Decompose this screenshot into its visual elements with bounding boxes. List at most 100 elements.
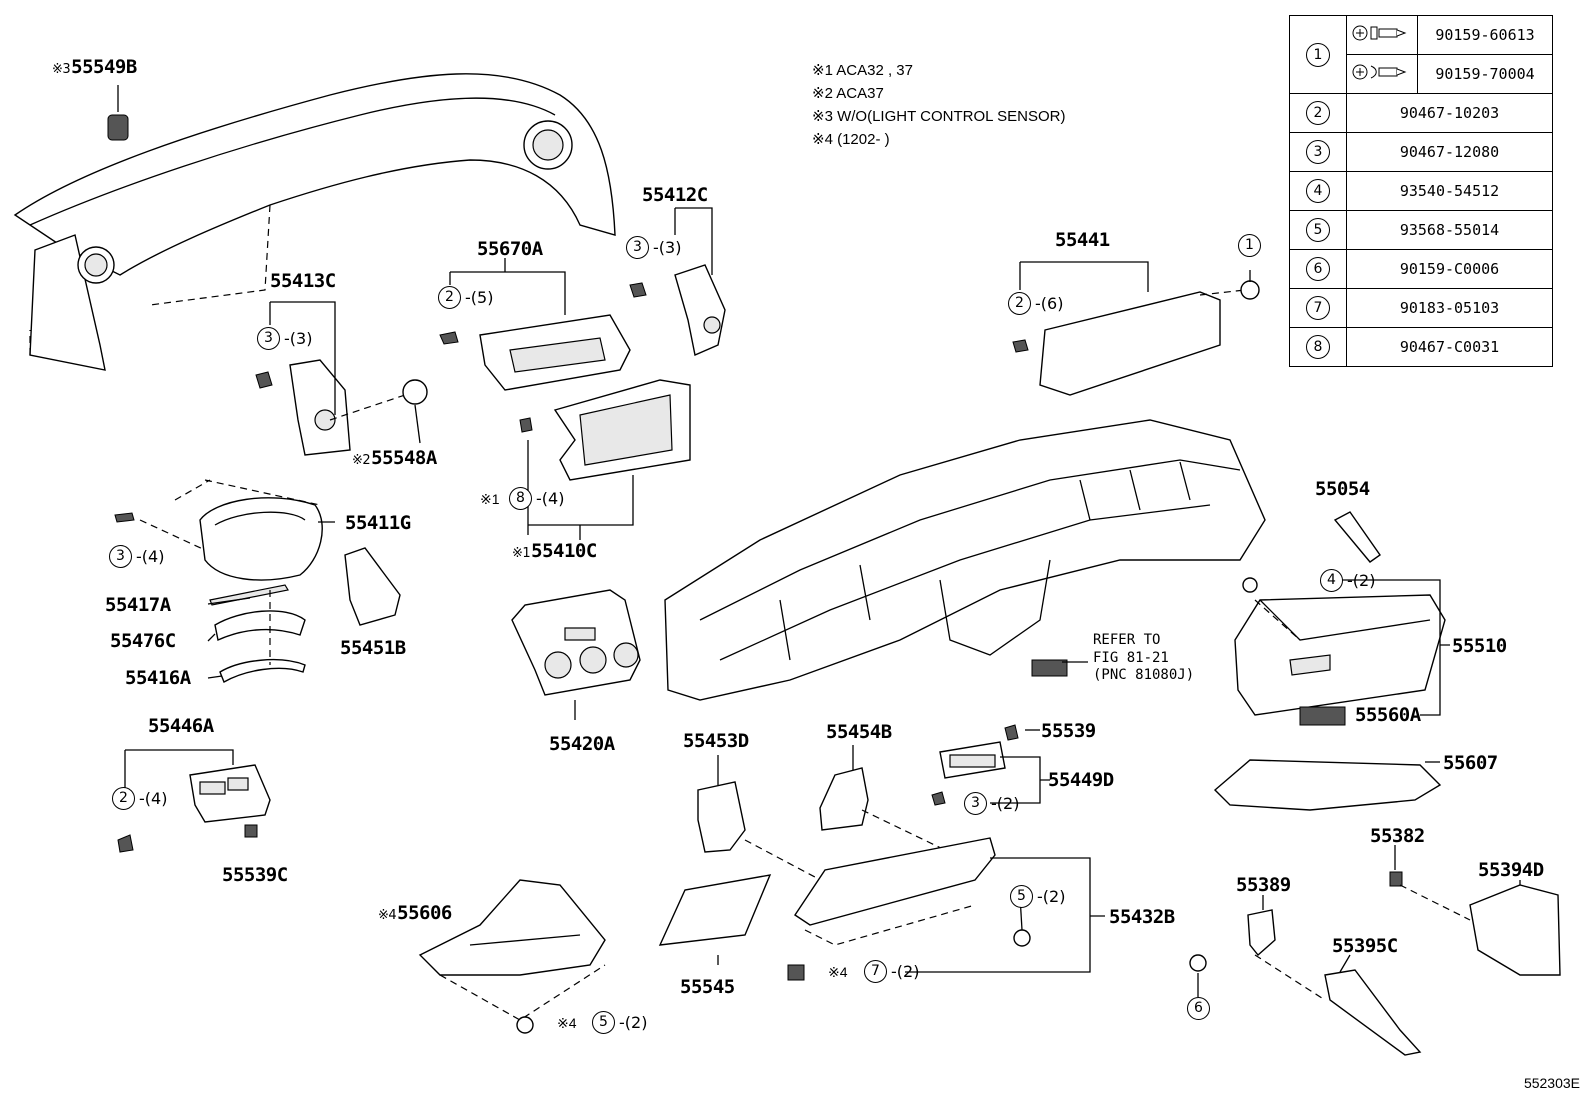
part-55420a-shape bbox=[511, 589, 641, 696]
callout-qty: -(4) bbox=[536, 489, 565, 508]
part-55432b-shape bbox=[787, 837, 1031, 981]
callout-qty: -(2) bbox=[619, 1013, 648, 1032]
part-label-55606: ※455606 bbox=[378, 902, 452, 924]
note-2: ※2 ACA37 bbox=[812, 85, 884, 102]
refer-line-1: REFER TO bbox=[1093, 632, 1161, 648]
table-key: 8 bbox=[1306, 335, 1330, 359]
note-1: ※1 ACA32 , 37 bbox=[812, 62, 913, 79]
part-label-55476c: 55476C bbox=[110, 630, 176, 652]
diagram-code: 552303E bbox=[1523, 1075, 1580, 1091]
callout-number: 3 bbox=[257, 327, 280, 350]
refer-to-note: REFER TO FIG 81-21 (PNC 81080J) bbox=[1093, 632, 1194, 685]
part-label-55394d: 55394D bbox=[1478, 859, 1544, 881]
callout-mark: ※1 bbox=[480, 491, 500, 507]
table-cell-part: 90467-12080 bbox=[1346, 132, 1553, 172]
connector-shape bbox=[1031, 659, 1068, 677]
callout-qty: -(2) bbox=[991, 794, 1020, 813]
part-label-55054: 55054 bbox=[1315, 478, 1370, 500]
part-55054-shape bbox=[1333, 511, 1381, 563]
callout-number: 2 bbox=[1008, 292, 1031, 315]
callout-number: 2 bbox=[438, 286, 461, 309]
table-cell-part: 93540-54512 bbox=[1346, 171, 1553, 211]
callout-number: 1 bbox=[1238, 234, 1261, 257]
callout-mark: ※4 bbox=[828, 964, 848, 980]
table-row: 5 93568-55014 bbox=[1289, 210, 1553, 250]
part-label-55395c: 55395C bbox=[1332, 935, 1398, 957]
upper-instrument-panel bbox=[13, 73, 616, 371]
callout-number: 7 bbox=[864, 960, 887, 983]
refer-line-3: (PNC 81080J) bbox=[1093, 667, 1195, 683]
callout-number: 2 bbox=[112, 787, 135, 810]
part-label-55411g: 55411G bbox=[345, 512, 411, 534]
part-label-55545: 55545 bbox=[680, 976, 735, 998]
table-cell-part: 90159-60613 bbox=[1417, 15, 1553, 55]
part-55545-shape bbox=[658, 874, 772, 946]
part-55449d-shape bbox=[931, 724, 1019, 806]
part-label-55451b: 55451B bbox=[340, 637, 406, 659]
callout-number: 5 bbox=[1010, 885, 1033, 908]
table-key: 7 bbox=[1306, 296, 1330, 320]
callout-number: 3 bbox=[626, 236, 649, 259]
callout-number: 3 bbox=[109, 545, 132, 568]
part-55441-shape bbox=[1012, 280, 1260, 396]
callout-qty: -(2) bbox=[1347, 571, 1376, 590]
part-55607-shape bbox=[1213, 759, 1442, 811]
part-label-55382: 55382 bbox=[1370, 825, 1425, 847]
part-label-55441: 55441 bbox=[1055, 229, 1110, 251]
part-label-55539: 55539 bbox=[1041, 720, 1096, 742]
table-row: 1 90159-60613 bbox=[1289, 15, 1553, 94]
part-label-55432b: 55432B bbox=[1109, 906, 1175, 928]
part-55411g-shape bbox=[114, 479, 323, 581]
part-55549b-shape bbox=[107, 114, 129, 141]
part-label-55416a: 55416A bbox=[125, 667, 191, 689]
cluster-trim-strips bbox=[209, 584, 306, 684]
callout-qty: -(2) bbox=[1037, 887, 1066, 906]
table-key: 5 bbox=[1306, 218, 1330, 242]
refer-line-2: FIG 81-21 bbox=[1093, 649, 1169, 666]
callout-qty: -(4) bbox=[139, 789, 168, 808]
callout-number: 5 bbox=[592, 1011, 615, 1034]
table-key: 1 bbox=[1306, 42, 1330, 67]
part-label-55389: 55389 bbox=[1236, 874, 1291, 896]
part-55510-shape bbox=[1234, 577, 1446, 726]
part-55413c-shape bbox=[255, 359, 428, 456]
screw-icon bbox=[1352, 25, 1407, 41]
part-label-55413c: 55413C bbox=[270, 270, 336, 292]
part-label-55539c: 55539C bbox=[222, 864, 288, 886]
callout-qty: -(5) bbox=[465, 288, 494, 307]
part-label-55449d: 55449D bbox=[1048, 769, 1114, 791]
callout-number: 8 bbox=[509, 487, 532, 510]
table-key: 6 bbox=[1306, 257, 1330, 281]
part-label-55454b: 55454B bbox=[826, 721, 892, 743]
table-cell-part: 90159-70004 bbox=[1417, 54, 1553, 94]
part-label-55417a: 55417A bbox=[105, 594, 171, 616]
lower-instrument-panel bbox=[664, 419, 1266, 701]
leader-lines bbox=[117, 85, 1521, 997]
callout-number: 4 bbox=[1320, 569, 1343, 592]
table-row: 90159-70004 bbox=[1290, 54, 1553, 94]
part-55670a-shape bbox=[439, 314, 631, 391]
callout-qty: -(4) bbox=[136, 547, 165, 566]
part-label-55549b: ※355549B bbox=[52, 56, 137, 78]
part-label-55510: 55510 bbox=[1452, 635, 1507, 657]
part-label-55446a: 55446A bbox=[148, 715, 214, 737]
callout-qty: -(3) bbox=[653, 238, 682, 257]
part-55453d-shape bbox=[697, 781, 831, 886]
table-cell-part: 93568-55014 bbox=[1346, 210, 1553, 250]
callout-qty: -(2) bbox=[891, 962, 920, 981]
table-cell-part: 90159-C0006 bbox=[1346, 249, 1553, 289]
part-55454b-shape bbox=[819, 767, 946, 851]
right-side-parts bbox=[1189, 871, 1561, 1056]
callout-mark: ※4 bbox=[557, 1015, 577, 1031]
note-4: ※4 (1202- ) bbox=[812, 131, 890, 148]
part-label-55410c: ※155410C bbox=[512, 540, 597, 562]
part-label-55453d: 55453D bbox=[683, 730, 749, 752]
table-key: 4 bbox=[1306, 179, 1330, 203]
callout-qty: -(6) bbox=[1035, 294, 1064, 313]
